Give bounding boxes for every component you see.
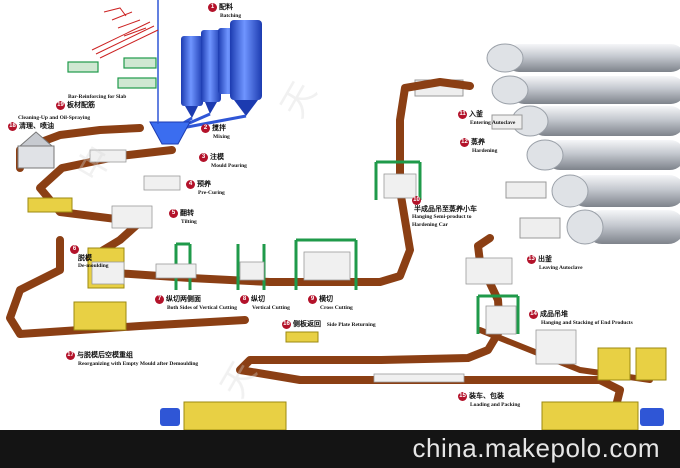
step-number: 10	[412, 196, 421, 205]
step-number: 18	[8, 122, 17, 131]
step-cn: 纵切	[251, 295, 265, 304]
step-number: 1	[208, 3, 217, 12]
reinforcement-area	[91, 7, 159, 59]
step-en: Cleaning-Up and Oil-Spraying	[18, 115, 91, 121]
step-en: Hanging Semi-product to Hardening Car	[412, 214, 472, 228]
step-en: Both Sides of Vertical Cutting	[167, 305, 237, 311]
step-number: 9	[308, 295, 317, 304]
step-en: Loading and Packing	[470, 402, 521, 408]
step-en: Hanging and Stacking of End Products	[541, 320, 633, 326]
step-cn: 板材配筋	[67, 101, 95, 110]
process-diagram: 中 天 天	[6, 0, 680, 430]
step-cn: 搅拌	[212, 124, 226, 133]
step-cn: 纵切两侧面	[166, 295, 201, 304]
batching-silos	[149, 0, 262, 145]
step-cn: 预养	[197, 180, 211, 189]
step-cn: 装车、包装	[469, 392, 504, 401]
step-en: Vertical Cutting	[252, 305, 290, 311]
svg-text:天: 天	[273, 75, 325, 124]
step-cn: 入釜	[469, 110, 483, 119]
watermark-bar: china.makepolo.com	[0, 430, 680, 468]
cleaning-station	[17, 131, 55, 169]
reinforcement-racks	[67, 57, 157, 89]
svg-text:中: 中	[69, 139, 121, 188]
trucks	[160, 408, 664, 426]
step-number: 17	[66, 351, 75, 360]
step-en: Leaving Autoclave	[539, 265, 583, 271]
step-cn: 半成品吊至蒸养小车	[414, 205, 477, 213]
step-number: 8	[240, 295, 249, 304]
step-en: Cross Cutting	[320, 305, 353, 311]
step-number: 7	[155, 295, 164, 304]
step-number: 4	[186, 180, 195, 189]
step-number: 15	[458, 392, 467, 401]
step-number: 16	[282, 320, 291, 329]
step-cn: 清理、喷油	[19, 122, 54, 131]
step-en: Mixing	[213, 134, 230, 140]
step-en: Tilting	[181, 219, 197, 225]
step-number: 13	[527, 255, 536, 264]
step-en: Entering Autoclave	[470, 120, 516, 126]
step-cn: 蒸养	[471, 138, 485, 147]
step-en: De-moulding	[78, 263, 109, 269]
step-number: 11	[458, 110, 467, 119]
step-cn: 横切	[319, 295, 333, 304]
product-blocks	[89, 149, 577, 383]
step-number: 6	[70, 245, 79, 254]
step-en: Batching	[220, 13, 242, 19]
step-cn: 成品吊堆	[540, 310, 568, 319]
step-cn: 注模	[210, 153, 224, 162]
step-en: Pre-Curing	[198, 190, 225, 196]
step-number: 3	[199, 153, 208, 162]
autoclave-group	[414, 43, 680, 245]
step-en: Hardening	[472, 148, 498, 154]
step-number: 19	[56, 101, 65, 110]
step-cn: 配料	[219, 3, 233, 12]
step-en: Reorganizing with Empty Mould after Demo…	[78, 361, 199, 367]
step-number: 5	[169, 209, 178, 218]
step-en: Mould Pouring	[211, 163, 247, 169]
watermark-text: china.makepolo.com	[412, 433, 660, 463]
step-en: Side Plate Returning	[326, 322, 376, 329]
step-cn: 侧板返回	[293, 320, 321, 329]
step-number: 14	[529, 310, 538, 319]
step-label-de-moulding: 6 脱模 De-moulding	[70, 245, 109, 270]
step-label-hanging-semi-product: 10 半成品吊至蒸养小车 Hanging Semi-product to Har…	[412, 196, 490, 229]
step-cn: 翻转	[180, 209, 194, 218]
step-cn: 脱模	[78, 254, 92, 262]
step-number: 2	[201, 124, 210, 133]
step-en: Bar-Reinforcing for Slab	[68, 94, 127, 100]
step-cn: 出釜	[538, 255, 552, 264]
step-cn: 与脱模后空模重组	[77, 351, 133, 360]
step-number: 12	[460, 138, 469, 147]
cutting-frames	[174, 160, 520, 334]
